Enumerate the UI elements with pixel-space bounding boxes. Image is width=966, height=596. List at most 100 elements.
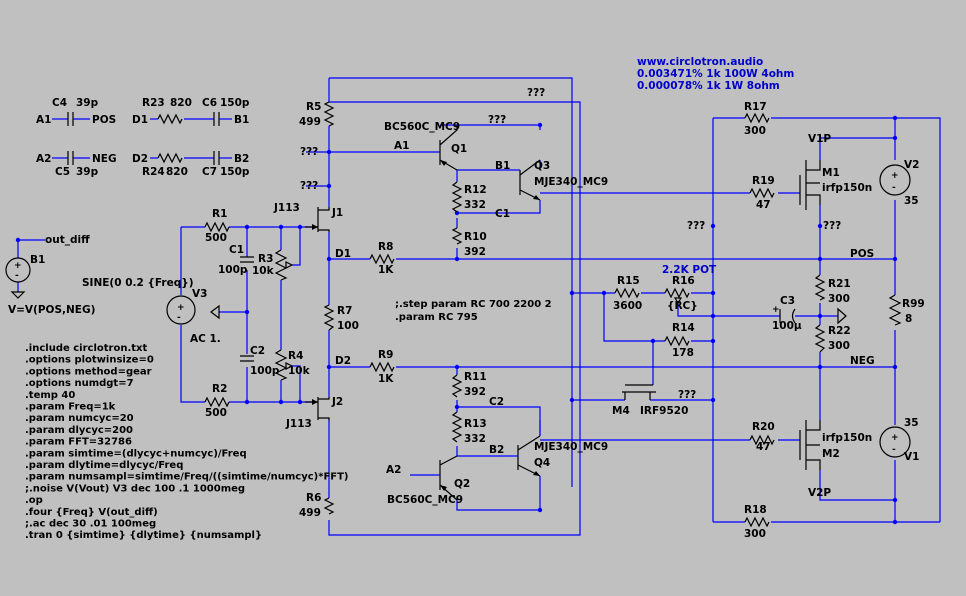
svg-text:39p: 39p [76,97,99,109]
bjt-q2[interactable] [410,455,458,501]
bjt-q3[interactable] [504,159,541,201]
resistor-r12[interactable] [451,181,463,213]
svg-text:C6: C6 [202,97,217,109]
svg-text:A1: A1 [394,140,409,152]
resistor-r1[interactable] [204,221,230,233]
resistor-r11[interactable] [451,374,463,398]
svg-text:SINE(0 0.2 {Freq}): SINE(0 0.2 {Freq}) [82,277,194,289]
svg-text:A1: A1 [36,114,51,126]
directive-line: .options numdgt=7 [25,378,134,389]
mosfet-m1[interactable] [799,160,821,210]
svg-text:BC560C_MC9: BC560C_MC9 [384,121,460,133]
svg-text:???: ??? [300,146,318,158]
svg-text:irfp150n: irfp150n [822,182,872,194]
svg-text:499: 499 [299,507,321,519]
svg-text:V1P: V1P [808,133,831,145]
svg-text:D2: D2 [132,153,148,165]
capacitor-c3[interactable]: + [772,305,796,324]
source-v2[interactable]: +- [879,164,911,196]
capacitor-c4[interactable] [52,112,90,126]
bjt-q4[interactable] [510,435,541,477]
svg-text:J2: J2 [331,396,343,408]
svg-text:???: ??? [527,87,545,99]
svg-text:100: 100 [337,320,359,332]
svg-text:R6: R6 [306,492,321,504]
mosfet-m4[interactable] [622,384,656,400]
resistor-r20[interactable] [749,434,775,446]
svg-text:499: 499 [299,116,321,128]
svg-text:R22: R22 [828,325,851,337]
resistor-r8[interactable] [369,253,395,265]
svg-text:R14: R14 [672,322,695,334]
directive-line: .temp 40 [25,390,75,401]
svg-text:A2: A2 [386,464,401,476]
svg-text:R24: R24 [142,166,165,178]
svg-text:+: + [772,305,780,315]
capacitor-c5[interactable] [52,151,90,165]
svg-text:R99: R99 [902,298,925,310]
svg-text:D1: D1 [335,248,351,260]
resistor-r22[interactable] [814,324,826,353]
svg-text:irfp150n: irfp150n [822,432,872,444]
svg-text:J113: J113 [285,418,312,430]
directive-line: .param numsampl=simtime/Freq/((simtime/n… [25,472,349,483]
resistor-r14[interactable] [664,335,690,347]
resistor-r23[interactable] [150,112,232,126]
resistor-r15[interactable] [614,287,640,299]
resistor-r21[interactable] [814,274,826,301]
svg-text:Q4: Q4 [534,457,550,469]
source-v3[interactable]: +- [166,295,196,325]
svg-text:100p: 100p [218,264,248,276]
directive-line: .param Freq=1k [25,402,116,413]
directive-line: .param numcyc=20 [25,413,134,424]
svg-text:R16: R16 [672,275,695,287]
resistor-r7[interactable] [323,304,335,331]
capacitor-c1[interactable] [240,256,254,263]
resistor-r5[interactable] [323,101,335,127]
svg-text:B2: B2 [489,444,504,456]
mosfet-m2[interactable] [799,420,821,470]
resistor-r13[interactable] [451,411,463,443]
resistor-r24[interactable] [150,151,232,165]
svg-text:R8: R8 [378,241,393,253]
svg-text:R1: R1 [212,208,227,220]
svg-text:C5: C5 [55,166,70,178]
svg-text:{RC}: {RC} [667,300,698,312]
svg-text:V2P: V2P [808,487,831,499]
source-v1[interactable]: +- [879,426,911,458]
resistor-r4[interactable] [274,349,294,381]
directive-line: ;.noise V(Vout) V3 dec 100 .1 1000meg [25,483,245,494]
svg-text:J113: J113 [273,202,300,214]
svg-text:out_diff: out_diff [45,234,90,246]
svg-text:???: ??? [488,114,506,126]
svg-text:M1: M1 [822,167,840,179]
svg-text:Q2: Q2 [454,478,470,490]
resistor-r6[interactable] [323,497,335,515]
resistor-r99[interactable] [888,294,902,326]
capacitor-c2[interactable] [240,355,254,362]
resistor-r2[interactable] [204,396,230,408]
svg-text:R9: R9 [378,349,393,361]
resistor-r19[interactable] [749,187,775,199]
resistor-r9[interactable] [369,361,395,373]
resistor-r16[interactable] [664,287,690,305]
svg-text:D1: D1 [132,114,148,126]
resistor-r18[interactable] [744,516,770,528]
jfet-j1[interactable] [305,207,330,232]
svg-text:R12: R12 [464,184,487,196]
svg-text:R20: R20 [752,421,775,433]
svg-text:300: 300 [744,125,766,137]
svg-text:-: - [892,445,896,455]
svg-text:B2: B2 [234,153,249,165]
bjt-q1[interactable] [439,125,458,171]
svg-text:39p: 39p [76,166,99,178]
svg-text:B1: B1 [495,160,510,172]
svg-text:300: 300 [828,340,850,352]
jfet-j2[interactable] [305,397,330,420]
resistor-r17[interactable] [744,112,770,124]
svg-text:+: + [891,433,899,443]
source-b1[interactable]: +- [5,257,31,283]
resistor-r3[interactable] [274,249,294,281]
resistor-r10[interactable] [451,227,463,245]
